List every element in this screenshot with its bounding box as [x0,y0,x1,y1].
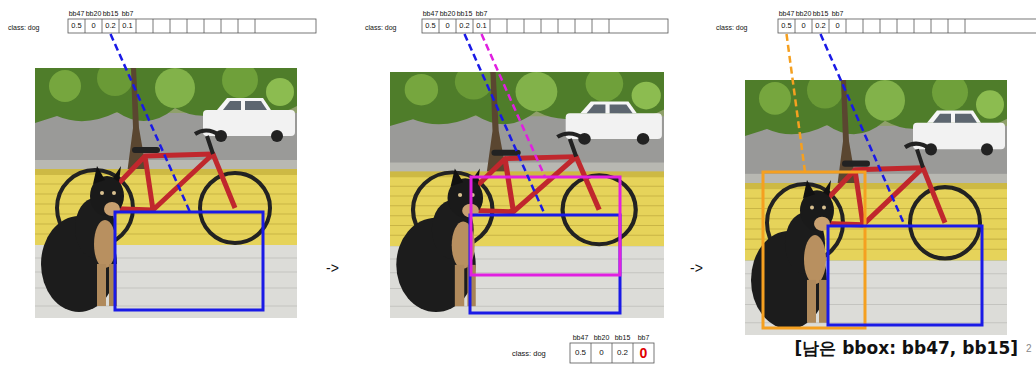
column-header: bb47 [422,9,439,19]
table-divider [897,19,898,33]
table-border [422,19,668,33]
table-divider [863,19,864,33]
table-divider [948,19,949,33]
table-border [778,19,1036,33]
score-cell: 0.2 [812,19,829,33]
score-cell: 0.2 [456,19,473,33]
column-header: bb47 [68,9,85,19]
bounding-box [470,215,620,313]
table-divider [490,19,491,33]
table-divider [609,19,610,33]
column-header: bb7 [829,9,846,19]
class-label: class: dog [716,22,748,34]
table-divider [85,19,86,33]
table-divider [119,19,120,33]
column-header: bb20 [439,9,456,19]
score-cell: 0 [633,343,654,363]
table-divider [612,343,613,363]
score-cell: 0 [591,343,612,363]
bounding-box [828,226,982,325]
class-label: class: dog [8,22,40,34]
table-divider [439,19,440,33]
step-arrow: -> [690,259,703,277]
table-divider [170,19,171,33]
photo [35,60,297,318]
table-divider [965,19,966,33]
column-header: bb20 [85,9,102,19]
score-tables [68,19,1036,363]
leader-line [111,34,191,212]
table-divider [507,19,508,33]
column-header: bb15 [102,9,119,19]
score-cell: 0.5 [570,343,591,363]
column-header: bb7 [119,9,136,19]
page-number: 2 [1026,342,1032,356]
column-header: bb15 [612,332,633,343]
score-cell: 0.5 [422,19,439,33]
score-cell: 0 [439,19,456,33]
table-divider [795,19,796,33]
column-header: bb47 [778,9,795,19]
score-cell: 0 [795,19,812,33]
table-divider [633,343,634,363]
table-divider [102,19,103,33]
leader-line [482,34,546,177]
bounding-box [763,172,865,328]
table-divider [238,19,239,33]
class-label: class: dog [365,22,397,34]
bounding-box [471,177,620,275]
leader-line [787,34,806,172]
table-divider [153,19,154,33]
photo [390,64,664,318]
column-header: bb20 [795,9,812,19]
table-divider [846,19,847,33]
table-divider [255,19,256,33]
class-label: class: dog [512,348,546,360]
leader-line [821,34,906,226]
table-divider [592,19,593,33]
score-cell: 0 [829,19,846,33]
table-divider [829,19,830,33]
table-divider [524,19,525,33]
table-divider [473,19,474,33]
column-header: bb15 [812,9,829,19]
score-cell: 0.1 [119,19,136,33]
column-header: bb7 [473,9,490,19]
score-cell: 0.1 [473,19,490,33]
column-header: bb20 [591,332,612,343]
score-cell: 0.5 [68,19,85,33]
photo [745,72,1007,335]
table-divider [575,19,576,33]
score-cell: 0.2 [612,343,633,363]
caption: [남은 bbox: bb47, bb15] [794,337,1018,359]
table-border [68,19,316,33]
table-divider [187,19,188,33]
leader-line [465,34,546,215]
column-header: bb15 [456,9,473,19]
table-border [570,343,654,363]
table-divider [931,19,932,33]
table-divider [221,19,222,33]
column-header: bb7 [633,332,654,343]
table-divider [558,19,559,33]
table-divider [204,19,205,33]
step-arrow: -> [326,259,339,277]
score-cell: 0 [85,19,102,33]
score-cell: 0.5 [778,19,795,33]
table-divider [812,19,813,33]
table-divider [136,19,137,33]
score-cell: 0.2 [102,19,119,33]
table-divider [880,19,881,33]
table-divider [591,343,592,363]
bounding-box [115,212,263,310]
table-divider [541,19,542,33]
table-divider [456,19,457,33]
table-divider [914,19,915,33]
column-header: bb47 [570,332,591,343]
